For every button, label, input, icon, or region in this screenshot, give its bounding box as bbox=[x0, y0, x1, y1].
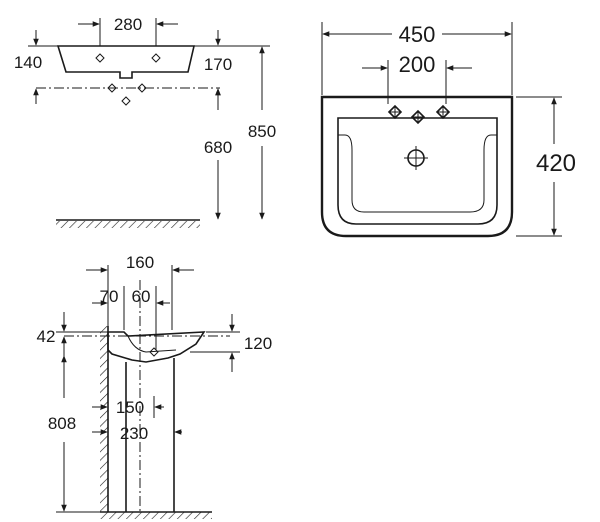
dim-70-label: 70 bbox=[100, 287, 119, 306]
drain-hole bbox=[404, 146, 428, 170]
dim-200-label: 200 bbox=[399, 52, 436, 77]
dim-140-label: 140 bbox=[14, 53, 42, 72]
tap-hole-right bbox=[435, 104, 451, 120]
top-view: 450 200 420 bbox=[320, 22, 576, 238]
side-waste bbox=[149, 347, 159, 357]
dim-42-label: 42 bbox=[37, 327, 56, 346]
dim-420-label: 420 bbox=[536, 150, 576, 177]
tap-hole-center bbox=[410, 109, 426, 125]
dim-170-label: 170 bbox=[204, 55, 232, 74]
dim-160-label: 160 bbox=[126, 253, 154, 272]
dim-680-label: 680 bbox=[204, 138, 232, 157]
front-floor-hatch bbox=[56, 221, 200, 228]
dim-120-label: 120 bbox=[244, 334, 272, 353]
side-basin-profile bbox=[107, 331, 206, 363]
front-view: 280 140 170 680 850 bbox=[14, 15, 276, 228]
side-pedestal bbox=[125, 358, 175, 512]
dim-230-label: 230 bbox=[120, 424, 148, 443]
top-bowl-rim bbox=[338, 134, 497, 213]
front-tap-mark-right bbox=[151, 53, 161, 63]
side-floor-hatch bbox=[100, 512, 212, 519]
top-basin-inner bbox=[337, 117, 498, 225]
tap-hole-left bbox=[387, 104, 403, 120]
front-tap-mark-left bbox=[95, 53, 105, 63]
dim-150-label: 150 bbox=[116, 398, 144, 417]
dim-280-label: 280 bbox=[114, 15, 142, 34]
side-wall-hatch bbox=[100, 326, 108, 512]
side-basin-inner bbox=[127, 335, 177, 353]
top-basin-outer bbox=[320, 95, 514, 238]
dim-850-label: 850 bbox=[248, 122, 276, 141]
side-view: 160 70 60 42 120 808 150 230 bbox=[37, 253, 272, 519]
front-basin-outline bbox=[56, 45, 196, 79]
front-fix-mark-c bbox=[121, 96, 131, 106]
dim-60-label: 60 bbox=[132, 287, 151, 306]
dim-808-label: 808 bbox=[48, 414, 76, 433]
dim-450-label: 450 bbox=[399, 22, 436, 47]
